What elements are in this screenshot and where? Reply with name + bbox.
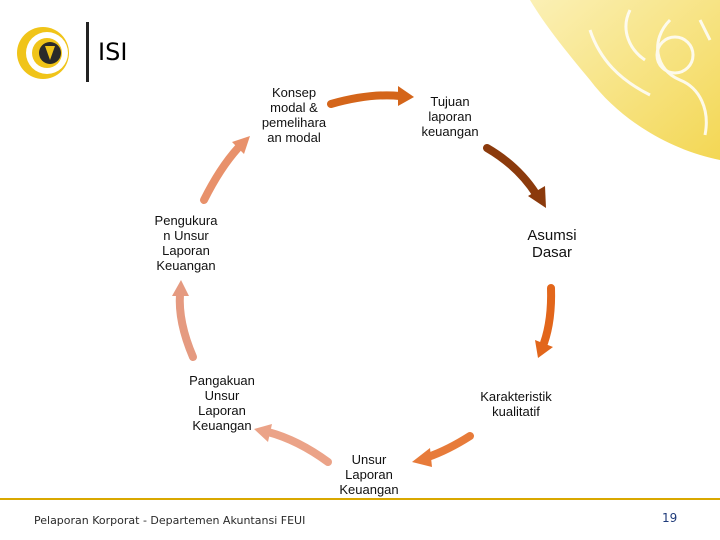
arrow-konsep-to-tujuan bbox=[327, 86, 414, 108]
node-asumsi-dasar: Asumsi Dasar bbox=[527, 227, 577, 261]
footer-text: Pelaporan Korporat - Departemen Akuntans… bbox=[34, 514, 306, 527]
arrow-tujuan-to-asumsi bbox=[483, 144, 546, 208]
title-divider bbox=[86, 22, 89, 82]
node-tujuan-laporan: Tujuan laporan keuangan bbox=[421, 94, 479, 139]
arrow-pengukuran-to-konsep bbox=[200, 136, 250, 204]
node-pengukuran-unsur: Pengukura n Unsur Laporan Keuangan bbox=[154, 213, 218, 273]
page-title: ISI bbox=[98, 38, 128, 66]
arrow-unsur-to-pangakuan bbox=[254, 424, 332, 466]
university-emblem-icon bbox=[17, 27, 69, 79]
node-unsur-laporan: Unsur Laporan Keuangan bbox=[339, 452, 399, 497]
page-number: 19 bbox=[662, 511, 678, 525]
footer-divider bbox=[0, 498, 720, 500]
node-pangakuan-unsur: Pangakuan Unsur Laporan Keuangan bbox=[189, 373, 255, 433]
arrow-pangakuan-to-pengukuran bbox=[172, 280, 197, 361]
node-konsep-modal: Konsep modal & pemelihara an modal bbox=[261, 85, 327, 145]
arrow-asumsi-to-karakteristik bbox=[535, 284, 556, 358]
makara-watermark-background bbox=[530, 0, 720, 160]
node-karakteristik-kualitatif: Karakteristik kualitatif bbox=[480, 389, 552, 419]
arrow-karakteristik-to-unsur bbox=[412, 432, 474, 467]
